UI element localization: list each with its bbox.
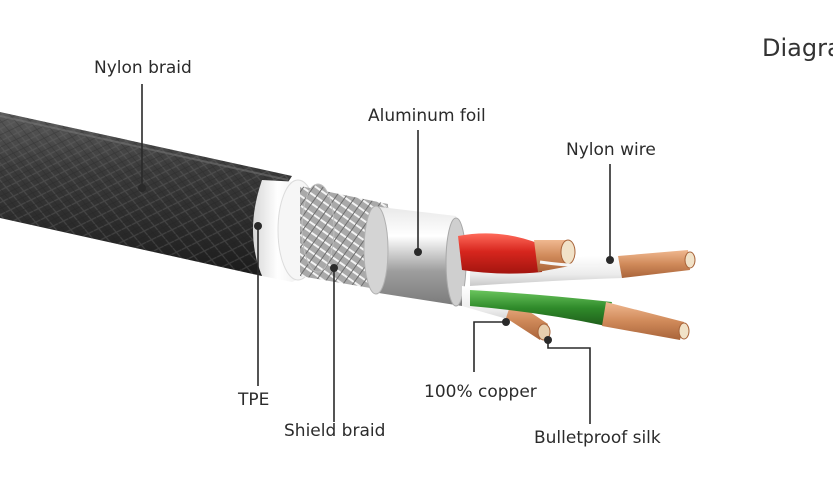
diagram-title: Diagra	[762, 34, 833, 62]
green-wire	[470, 290, 690, 340]
label-nylon-wire: Nylon wire	[566, 140, 656, 160]
nylon-wire-strand	[539, 260, 613, 268]
label-bulletproof-silk: Bulletproof silk	[534, 428, 661, 448]
leader-dots	[138, 184, 614, 344]
nylon-braid-jacket	[0, 112, 292, 276]
leader-lines	[141, 84, 611, 424]
leader-bulletproof-silk	[547, 340, 591, 424]
label-copper: 100% copper	[424, 382, 537, 402]
label-tpe: TPE	[238, 390, 270, 410]
aluminum-foil-layer	[363, 205, 467, 307]
label-nylon-braid: Nylon braid	[94, 58, 192, 78]
red-wire	[458, 233, 576, 274]
leader-copper	[473, 321, 506, 372]
label-aluminum-foil: Aluminum foil	[368, 106, 486, 126]
label-shield-braid: Shield braid	[284, 421, 386, 441]
